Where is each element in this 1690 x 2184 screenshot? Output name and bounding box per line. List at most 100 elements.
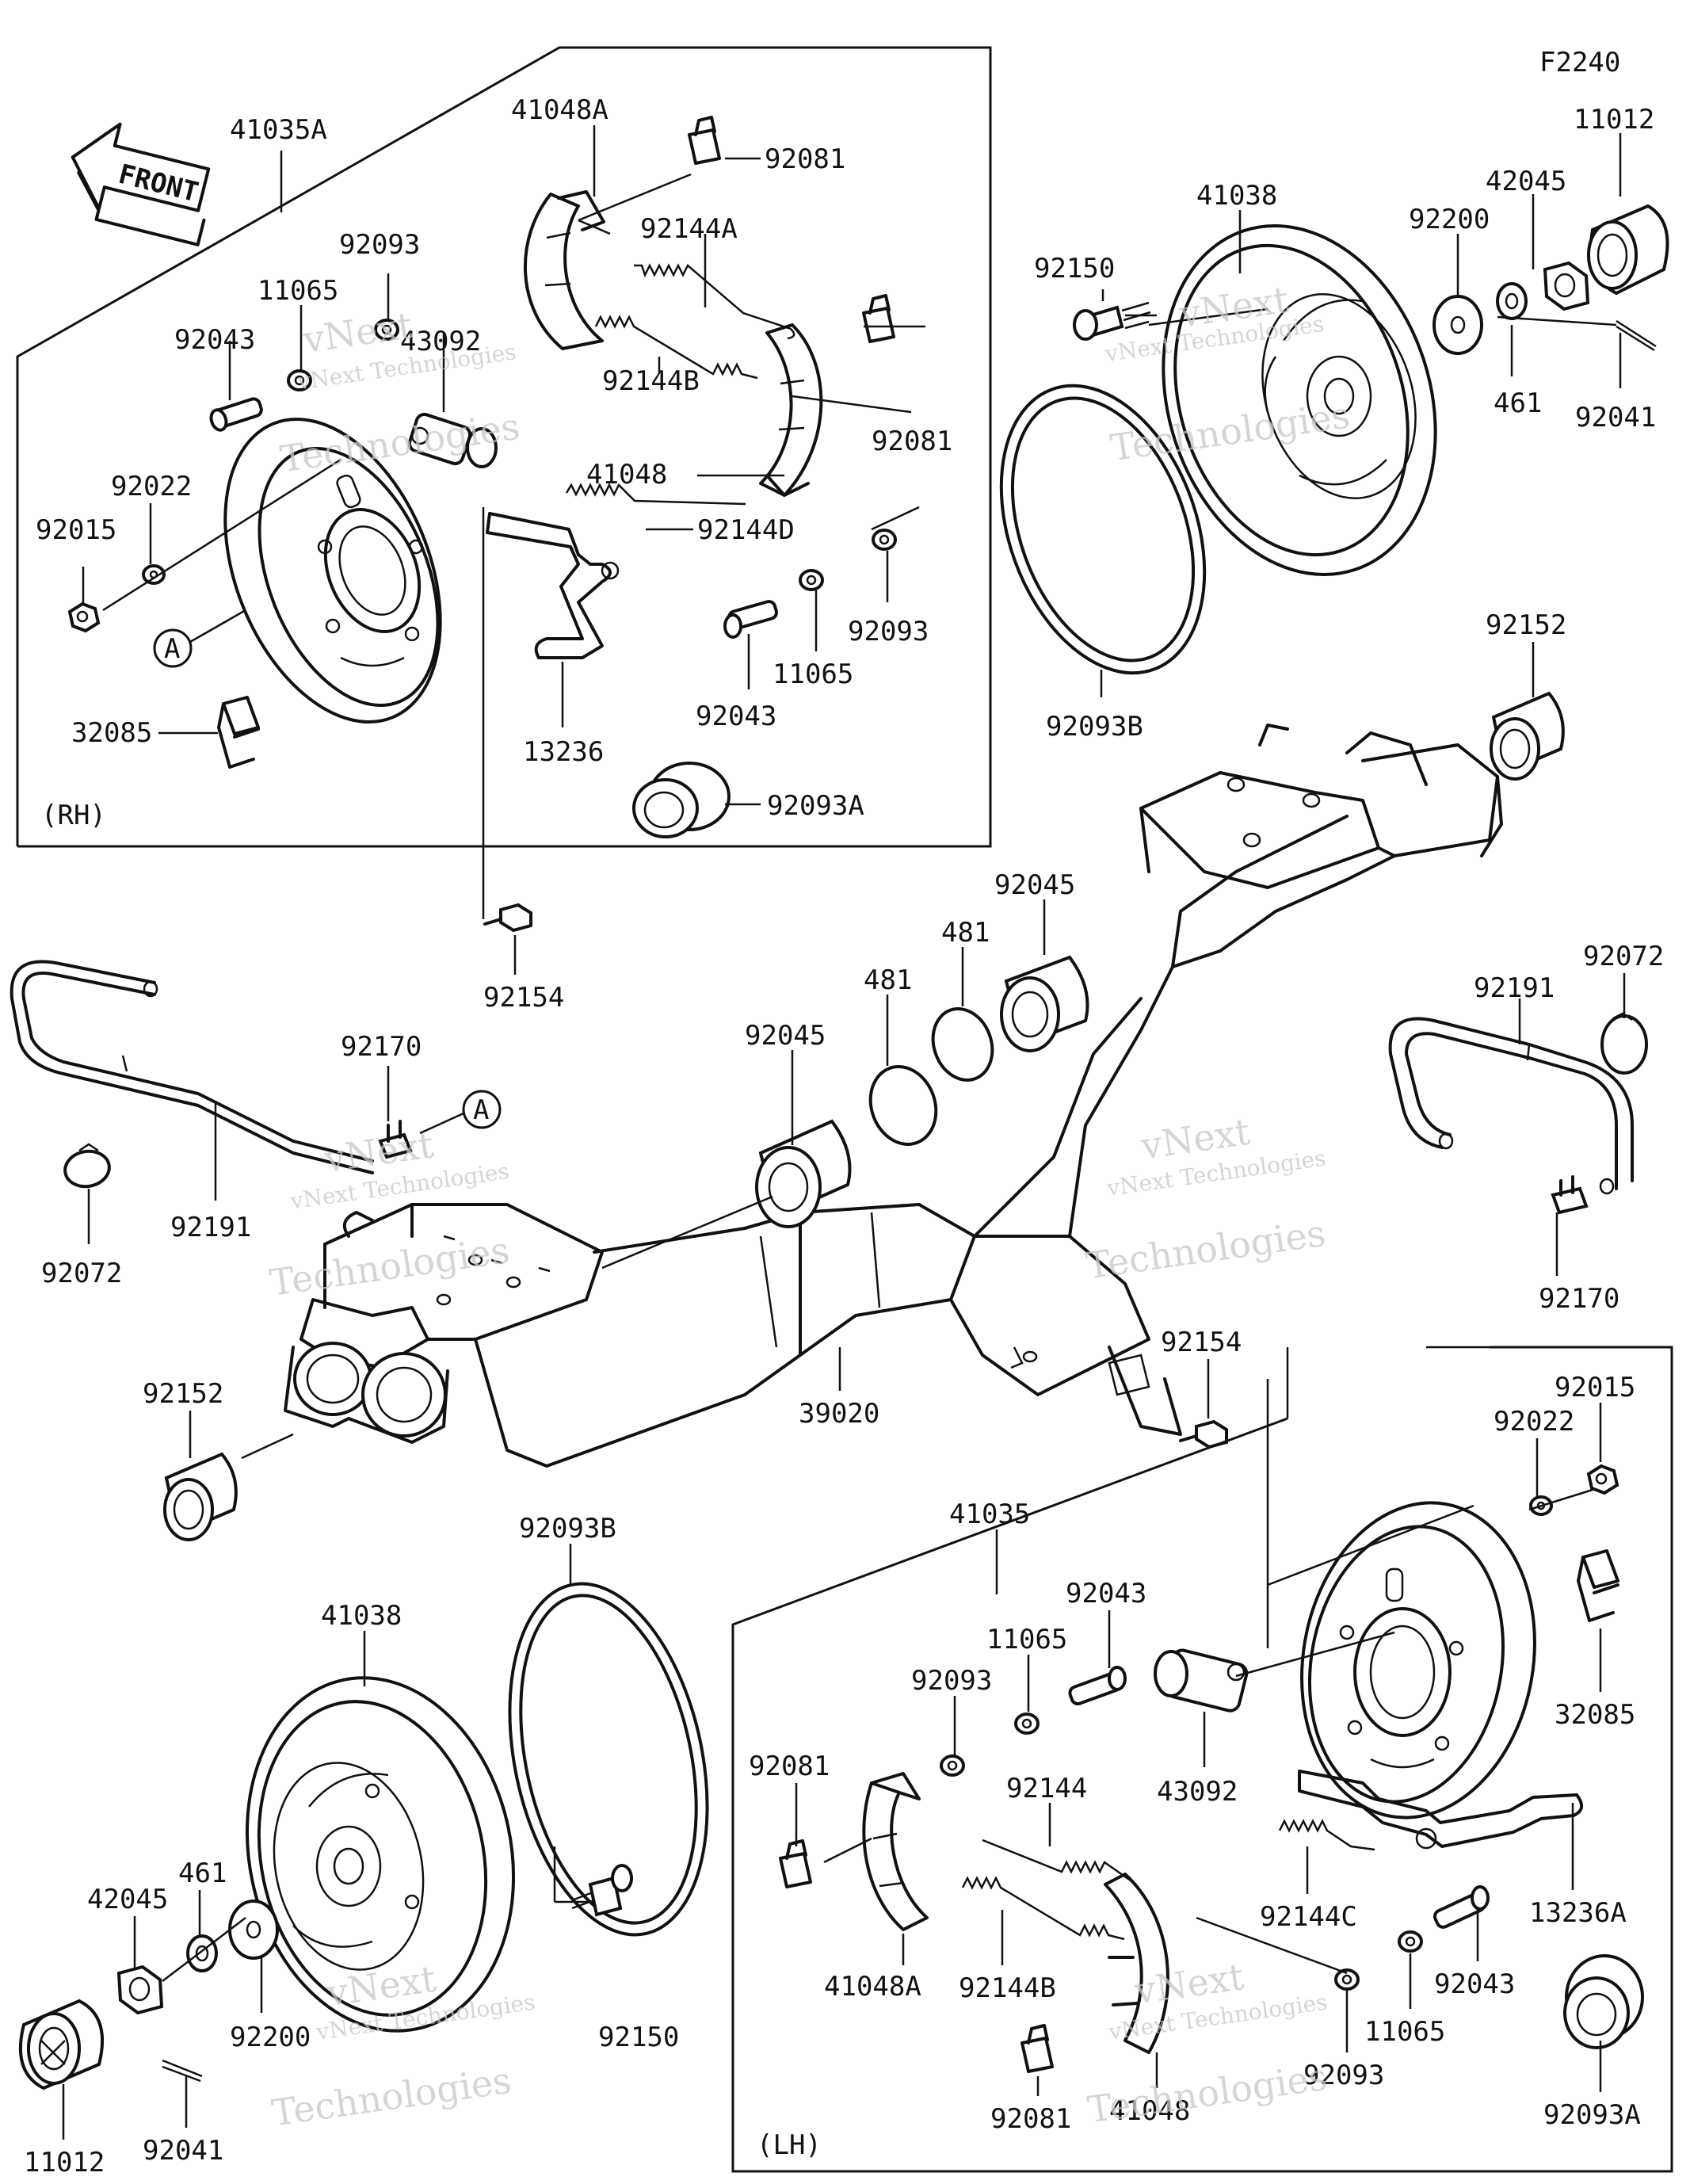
label-41035: 41035 xyxy=(949,1499,1030,1530)
svg-text:Technologies: Technologies xyxy=(1108,393,1352,469)
label-32085-rh: 32085 xyxy=(71,717,152,749)
label-92093A-rh: 92093A xyxy=(767,790,864,822)
label-92022-rh: 92022 xyxy=(111,471,192,502)
brake-shoe-41048A-lh xyxy=(862,1772,929,1931)
clip-92081-lh-2 xyxy=(1020,2024,1054,2073)
label-481-1: 481 xyxy=(864,964,912,996)
washer-92200-r xyxy=(1432,295,1483,355)
svg-text:Technologies: Technologies xyxy=(269,2059,514,2135)
bolt-92150-r xyxy=(1073,301,1151,341)
label-92152-l: 92152 xyxy=(143,1378,223,1410)
label-92200-l: 92200 xyxy=(230,2022,311,2053)
label-92043-lh-2: 92043 xyxy=(1434,1968,1515,2000)
center-right-leaders xyxy=(1518,973,1626,1276)
label-92144: 92144 xyxy=(1006,1773,1087,1804)
pin-92043-lh-1 xyxy=(1068,1666,1127,1706)
pin-92043-lh-2 xyxy=(1432,1885,1490,1929)
washer-461-l xyxy=(186,1934,218,1972)
label-42045-l: 42045 xyxy=(87,1884,168,1915)
backing-plate-lh xyxy=(1300,1501,1536,1819)
svg-text:Technologies: Technologies xyxy=(1085,2056,1329,2132)
label-92152-r: 92152 xyxy=(1486,609,1566,641)
bearing-92045-2 xyxy=(1000,955,1089,1052)
label-11012-r: 11012 xyxy=(1574,104,1654,136)
washer-461-r xyxy=(1496,282,1528,320)
label-92170-r: 92170 xyxy=(341,1031,422,1063)
label-92144D: 92144D xyxy=(697,514,795,546)
ref-marker-a-center xyxy=(462,1090,502,1129)
washer-92200-l xyxy=(228,1900,279,1960)
label-92144A: 92144A xyxy=(640,213,738,245)
clip-92081-rh-1 xyxy=(688,116,721,165)
label-92093-lh-1: 92093 xyxy=(911,1665,992,1697)
label-43092-rh: 43092 xyxy=(400,326,481,357)
washer-11065-lh-2 xyxy=(1398,1930,1423,1953)
label-11065-rh-1: 11065 xyxy=(258,275,338,307)
hose-clamp-92170-r xyxy=(378,1120,413,1159)
label-92191-l: 92191 xyxy=(1474,972,1555,1004)
hub-cap-11012-l xyxy=(18,1999,105,2090)
front-arrow-icon: FRONT xyxy=(71,122,211,246)
lh-box-outline xyxy=(731,1346,1673,2173)
clip-92081-lh-1 xyxy=(779,1839,812,1888)
watermark-2: vNext Technologies vNext Technologies xyxy=(1103,278,1352,470)
label-41048-rh: 41048 xyxy=(586,459,667,491)
brake-shoe-41048-lh xyxy=(1104,1873,1169,2054)
nut-92015-rh xyxy=(67,601,101,633)
lh-brake-assembly: 41035 (LH) xyxy=(731,1346,1673,2173)
label-43092-lh: 43092 xyxy=(1157,1776,1238,1808)
nut-92015-lh xyxy=(1586,1464,1619,1495)
washer-11065-rh-1 xyxy=(287,369,312,391)
rh-side-label: (RH) xyxy=(41,800,106,831)
label-92154-lh: 92154 xyxy=(1161,1327,1242,1358)
label-92043-rh-2: 92043 xyxy=(696,701,776,732)
hose-clip-92072-l xyxy=(63,1143,111,1189)
bolt-92154-rh xyxy=(483,903,532,933)
label-41048-lh: 41048 xyxy=(1109,2095,1190,2127)
label-92072-r: 92072 xyxy=(41,1258,122,1289)
label-92144B-lh: 92144B xyxy=(959,1972,1056,2004)
spring-92144B-rh xyxy=(594,315,758,380)
label-92043-lh-1: 92043 xyxy=(1066,1578,1146,1609)
bolt-92150-l xyxy=(571,1864,633,1917)
axle-leaders xyxy=(601,899,1046,1270)
cotter-pin-92041-l xyxy=(162,2059,203,2083)
label-92043-rh-1: 92043 xyxy=(174,324,255,356)
label-92045-2: 92045 xyxy=(994,869,1075,901)
oring-92093B-r xyxy=(999,384,1207,675)
label-92072-l: 92072 xyxy=(1583,941,1664,972)
washer-11065-rh-2 xyxy=(799,569,824,591)
rh-brake-assembly: 41035A (RH) xyxy=(16,46,992,919)
center-left-leaders xyxy=(87,1066,464,1244)
cap-92093A-lh xyxy=(1563,1954,1644,2049)
label-92170-l: 92170 xyxy=(1539,1283,1619,1315)
castle-nut-42045-l xyxy=(116,1964,164,2015)
spring-92144B-lh xyxy=(961,1876,1125,1941)
hub-cap-11012-r xyxy=(1587,204,1669,296)
svg-text:Technologies: Technologies xyxy=(277,405,522,481)
cap-92093A-rh xyxy=(632,762,731,838)
label-92093-lh-2: 92093 xyxy=(1303,2060,1384,2091)
spring-92144D xyxy=(565,483,746,506)
washer-11065-lh-1 xyxy=(1014,1712,1040,1735)
wheel-cylinder-lh xyxy=(1154,1648,1249,1712)
label-92041-l: 92041 xyxy=(143,2135,223,2167)
top-right-leaders xyxy=(1100,133,1622,697)
washer-92022-rh xyxy=(142,564,166,585)
label-92200-r: 92200 xyxy=(1409,204,1490,235)
clip-32085-rh xyxy=(217,696,260,769)
label-92081-lh-2: 92081 xyxy=(990,2103,1071,2135)
label-461-r: 461 xyxy=(1494,388,1542,419)
spring-92144C xyxy=(1278,1819,1375,1851)
label-92154-rh: 92154 xyxy=(483,982,564,1014)
label-42045-r: 42045 xyxy=(1486,166,1566,197)
circlip-481-2 xyxy=(931,1007,994,1082)
lh-leader-lines xyxy=(795,1379,1602,2096)
pin-92043-rh-2 xyxy=(723,600,778,639)
label-92015-lh: 92015 xyxy=(1555,1372,1635,1403)
label-481-2: 481 xyxy=(941,917,990,949)
spring-92144A xyxy=(634,263,795,340)
pin-92043-rh-1 xyxy=(209,397,263,432)
label-92093-rh-1: 92093 xyxy=(339,229,420,261)
